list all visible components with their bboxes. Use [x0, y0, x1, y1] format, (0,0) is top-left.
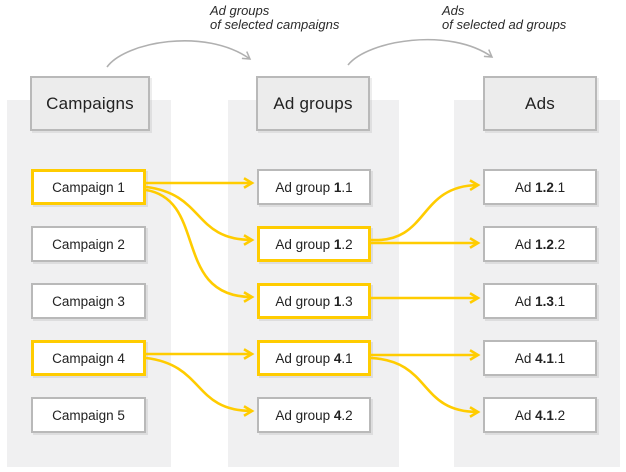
- campaigns-header-label: Campaigns: [46, 93, 134, 113]
- node-label: Ad group 4.1: [275, 350, 353, 366]
- node-label: Campaign 3: [52, 293, 125, 309]
- node-label: Ad 4.1.1: [514, 350, 566, 366]
- ad-groups-header-box: Ad groups: [256, 76, 370, 131]
- node-campaign-2: Campaign 2: [31, 226, 146, 262]
- node-campaign-1: Campaign 1: [31, 169, 146, 205]
- node-label: Ad group 4.2: [275, 407, 353, 423]
- caption-line: of selected campaigns: [210, 17, 340, 32]
- campaigns-header-box: Campaigns: [30, 76, 150, 131]
- node-label: Campaign 1: [52, 179, 125, 195]
- ad-groups-header-label: Ad groups: [273, 93, 353, 113]
- node-label: Ad 1.2.1: [514, 179, 566, 195]
- caption-ad-groups-of-selected-campaigns: Ad groups of selected campaigns: [210, 4, 339, 32]
- caption-line: Ads: [442, 3, 465, 18]
- node-label: Ad group 1.1: [275, 179, 353, 195]
- node-ad-group-4-1: Ad group 4.1: [257, 340, 371, 376]
- node-ad-4-1-2: Ad 4.1.2: [483, 397, 597, 433]
- node-label: Campaign 5: [52, 407, 125, 423]
- node-ad-1-2-2: Ad 1.2.2: [483, 226, 597, 262]
- node-label: Ad group 1.2: [275, 236, 353, 252]
- node-ad-group-1-2: Ad group 1.2: [257, 226, 371, 262]
- node-label: Campaign 2: [52, 236, 125, 252]
- node-label: Ad 1.2.2: [514, 236, 566, 252]
- ads-header-label: Ads: [525, 93, 555, 113]
- node-ad-1-3-1: Ad 1.3.1: [483, 283, 597, 319]
- caption-ads-of-selected-ad-groups: Ads of selected ad groups: [442, 4, 566, 32]
- node-ad-4-1-1: Ad 4.1.1: [483, 340, 597, 376]
- node-ad-group-1-1: Ad group 1.1: [257, 169, 371, 205]
- node-label: Ad group 1.3: [275, 293, 353, 309]
- node-ad-group-4-2: Ad group 4.2: [257, 397, 371, 433]
- node-campaign-5: Campaign 5: [31, 397, 146, 433]
- node-label: Ad 1.3.1: [514, 293, 566, 309]
- node-label: Ad 4.1.2: [514, 407, 566, 423]
- node-campaign-4: Campaign 4: [31, 340, 146, 376]
- arc-ad-groups-to-ads: [347, 38, 494, 66]
- node-ad-1-2-1: Ad 1.2.1: [483, 169, 597, 205]
- arc-campaigns-to-ad-groups: [106, 40, 252, 68]
- node-label: Campaign 4: [52, 350, 125, 366]
- node-ad-group-1-3: Ad group 1.3: [257, 283, 371, 319]
- caption-line: Ad groups: [210, 3, 270, 18]
- ads-header-box: Ads: [483, 76, 597, 131]
- caption-line: of selected ad groups: [442, 17, 567, 32]
- node-campaign-3: Campaign 3: [31, 283, 146, 319]
